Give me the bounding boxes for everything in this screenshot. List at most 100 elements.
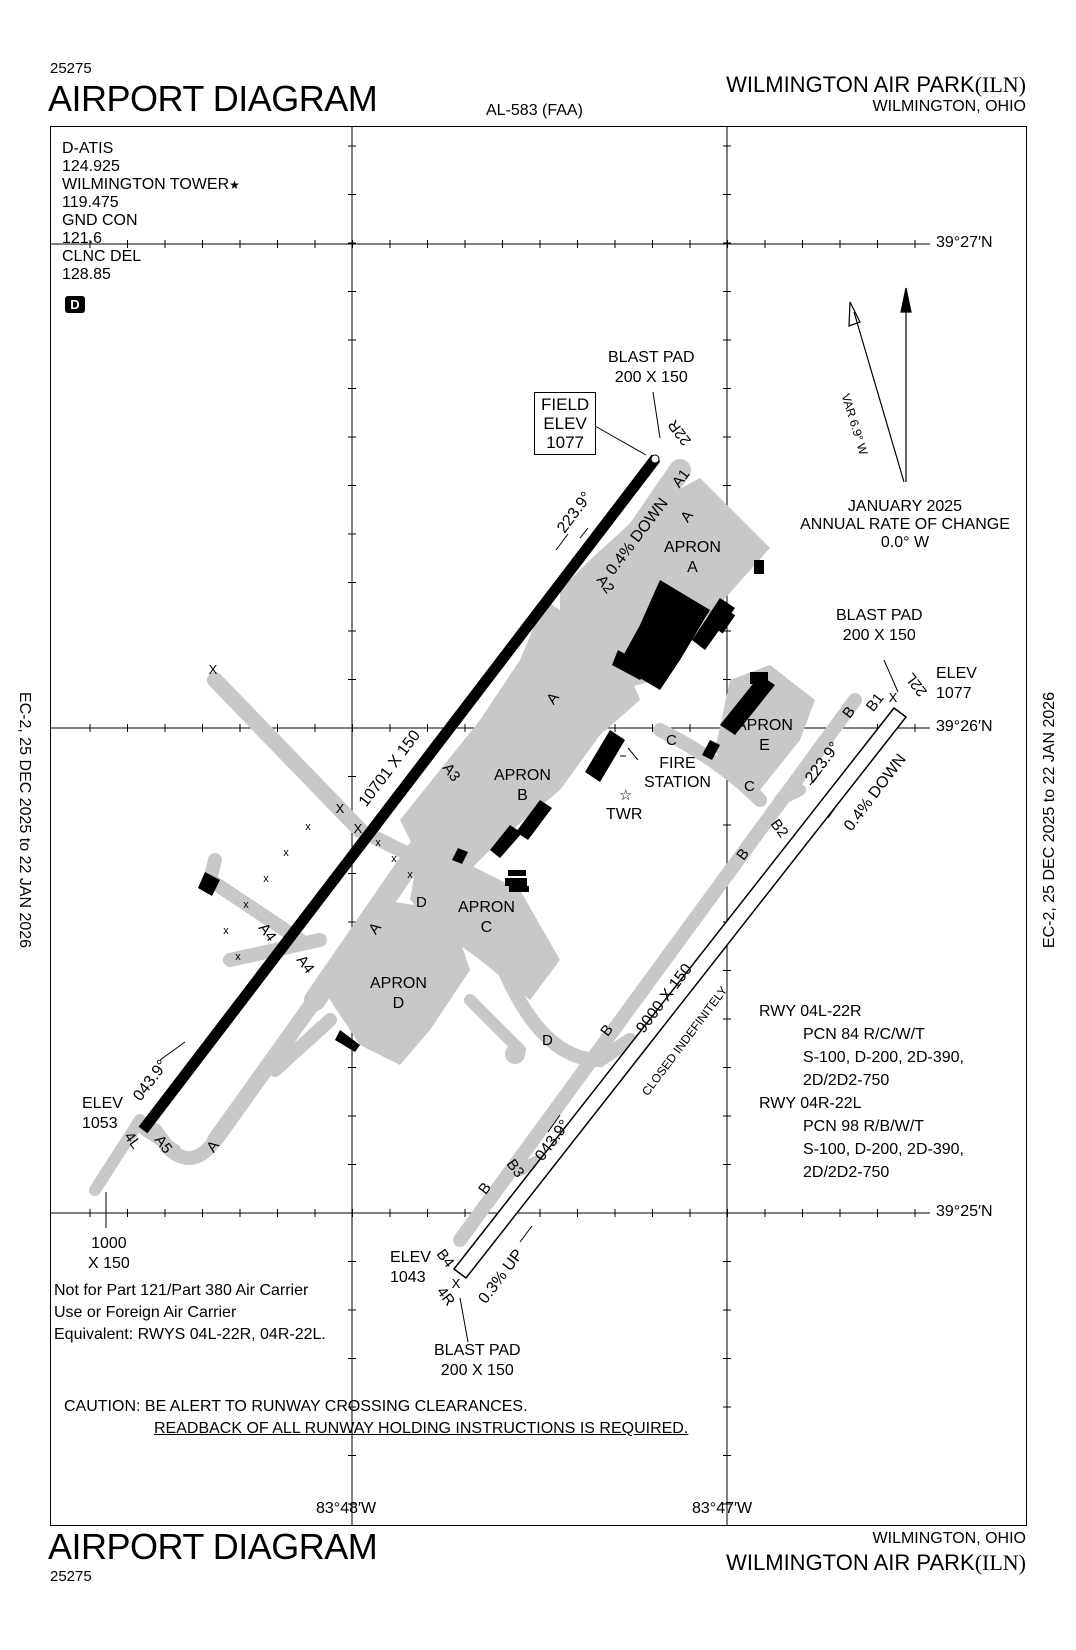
svg-text:X: X: [452, 1276, 461, 1291]
city-state-top: WILMINGTON, OHIO: [872, 98, 1026, 115]
airport-code-bottom-text: (ILN): [974, 1550, 1026, 1575]
chart-frame: [50, 126, 1027, 1526]
chart-id: AL-583 (FAA): [486, 102, 583, 119]
svg-text:x: x: [283, 847, 289, 859]
pcn-r2-pcn: PCN 98 R/B/W/T: [803, 1118, 924, 1135]
pcn-r1: RWY 04L-22R: [759, 1003, 862, 1020]
elev-4r-val: 1043: [390, 1269, 426, 1286]
pcn-r1-g1: S-100, D-200, 2D-390,: [803, 1049, 964, 1066]
note-1: Not for Part 121/Part 380 Air Carrier: [54, 1282, 309, 1299]
apron-a-l1: APRON: [664, 539, 721, 556]
magnetic-variation-arrow: [848, 301, 905, 483]
apron-b-l1: APRON: [494, 767, 551, 784]
twy-c-1: C: [666, 732, 677, 749]
apron-b-l2: B: [517, 787, 528, 804]
buildings: [198, 560, 775, 1052]
elev-4l-label: ELEV: [82, 1095, 123, 1112]
caution-block: CAUTION: BE ALERT TO RUNWAY CROSSING CLE…: [64, 1396, 688, 1440]
overrun-l2: X 150: [88, 1255, 130, 1272]
apron-c-l2: C: [480, 919, 493, 936]
airport-name-bottom-text: WILMINGTON AIR PARK: [726, 1550, 975, 1575]
elev-22l-val: 1077: [936, 685, 972, 702]
elev-4r: ELEV 1043: [390, 1248, 431, 1288]
pcn-r2-g2: 2D/2D2-750: [803, 1164, 890, 1181]
field-elev-l1: FIELD: [541, 395, 590, 414]
blast-right-l1: BLAST PAD: [836, 607, 923, 624]
rate-line2: ANNUAL RATE OF CHANGE: [800, 516, 1010, 533]
apron-e-l1: APRON: [736, 717, 793, 734]
pcn-r1-g2: 2D/2D2-750: [803, 1072, 890, 1089]
blast-top-l1: BLAST PAD: [608, 349, 695, 366]
runway-22r-end-marker: [650, 454, 660, 464]
apron-d-l2: D: [392, 995, 405, 1012]
gnd-freq: 121.6: [62, 230, 103, 247]
svg-text:X: X: [209, 662, 218, 677]
fire-l2: STATION: [644, 774, 711, 791]
lon-right: 83°47′W: [692, 1500, 753, 1517]
chart-title-top: AIRPORT DIAGRAM: [48, 78, 378, 119]
clnc-freq: 128.85: [62, 266, 111, 283]
overrun-l1: 1000: [91, 1235, 127, 1252]
svg-text:x: x: [391, 853, 397, 865]
elev-22l: ELEV 1077: [936, 664, 977, 704]
airport-name-bottom: WILMINGTON AIR PARK(ILN): [726, 1550, 1026, 1576]
atis-freq: 124.925: [62, 158, 120, 175]
tower-line: WILMINGTON TOWER★: [62, 176, 240, 194]
chart-number-bottom: 25275: [50, 1568, 92, 1585]
blast-pad-right: BLAST PAD 200 X 150: [836, 606, 923, 646]
note-2: Use or Foreign Air Carrier: [54, 1304, 237, 1321]
twy-c-2: C: [744, 778, 755, 795]
atis-label: D-ATIS: [62, 140, 114, 157]
elev-4l: ELEV 1053: [82, 1094, 123, 1134]
caution-1: CAUTION: BE ALERT TO RUNWAY CROSSING CLE…: [64, 1398, 528, 1415]
direction-arrows: [159, 527, 836, 1243]
pcn-block: RWY 04L-22R PCN 84 R/C/W/T S-100, D-200,…: [759, 1000, 964, 1184]
pcn-r2: RWY 04R-22L: [759, 1095, 862, 1112]
blast-right-l2: 200 X 150: [842, 627, 916, 644]
tower-freq: 119.475: [62, 194, 119, 211]
blast-bottom-l2: 200 X 150: [440, 1362, 514, 1379]
star-icon: ★: [229, 178, 240, 192]
apron-c-l1: APRON: [458, 899, 515, 916]
rate-line3: 0.0° W: [880, 534, 930, 551]
chart-title-bottom: AIRPORT DIAGRAM: [48, 1526, 378, 1567]
runway-04l-22r: [138, 454, 661, 1134]
chart-number-top: 25275: [50, 60, 92, 77]
fire-station-label: FIRE STATION: [644, 754, 711, 792]
rate-line1: JANUARY 2025: [847, 498, 963, 515]
blast-top-l2: 200 X 150: [614, 369, 688, 386]
apron-d-label: APRON D: [370, 974, 427, 1014]
annual-change: JANUARY 2025 ANNUAL RATE OF CHANGE 0.0° …: [799, 498, 1011, 552]
svg-text:x: x: [375, 837, 381, 849]
frequency-block: D-ATIS 124.925 WILMINGTON TOWER★ 119.475…: [62, 140, 240, 284]
blast-pad-bottom: BLAST PAD 200 X 150: [434, 1341, 521, 1381]
caution-2: READBACK OF ALL RUNWAY HOLDING INSTRUCTI…: [154, 1420, 689, 1437]
lat-bot: 39°25′N: [936, 1203, 993, 1220]
svg-text:x: x: [305, 821, 311, 833]
elev-22l-label: ELEV: [936, 665, 977, 682]
svg-text:X: X: [336, 801, 345, 816]
pcn-r1-pcn: PCN 84 R/C/W/T: [803, 1026, 925, 1043]
fire-l1: FIRE: [659, 755, 696, 772]
clnc-label: CLNC DEL: [62, 248, 142, 265]
apron-a-l2: A: [687, 559, 698, 576]
taxiway-turnaround: [505, 1044, 525, 1064]
svg-text:X: X: [354, 821, 363, 836]
tower-star-icon: ☆: [619, 787, 633, 804]
airport-name-top: WILMINGTON AIR PARK(ILN): [726, 72, 1026, 98]
apron-e-label: APRON E: [736, 716, 793, 756]
svg-text:x: x: [407, 869, 413, 881]
runway-04r-22l: [452, 706, 908, 1280]
lat-top: 39°27′N: [936, 234, 993, 251]
blast-pad-top: BLAST PAD 200 X 150: [608, 348, 695, 388]
tower-label: TWR: [606, 806, 643, 823]
svg-text:x: x: [243, 899, 249, 911]
gnd-label: GND CON: [62, 212, 138, 229]
note-3: Equivalent: RWYS 04L-22R, 04R-22L.: [54, 1326, 326, 1343]
airspace-d-badge: D: [65, 296, 85, 314]
svg-text:X: X: [889, 690, 898, 705]
apron-c-label: APRON C: [458, 898, 515, 938]
elev-4l-val: 1053: [82, 1115, 118, 1132]
svg-text:x: x: [263, 873, 269, 885]
